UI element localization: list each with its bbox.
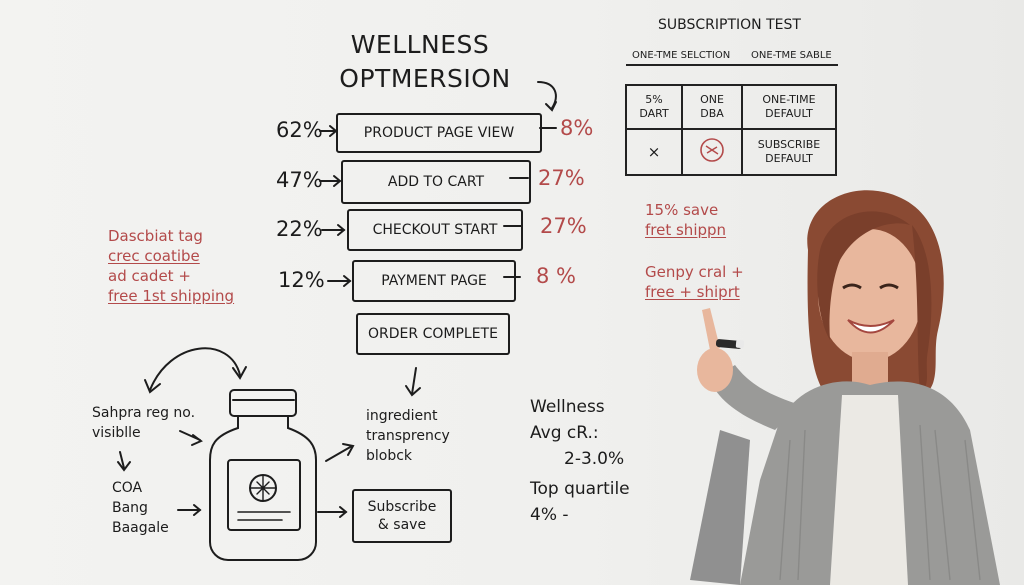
subscription-cell-2-1: × — [625, 128, 683, 176]
funnel-step-add-to-cart: ADD TO CART — [341, 160, 531, 204]
left-note-line-1: Dascbiat tag — [108, 227, 203, 245]
funnel-right-pct-1: 8% — [560, 116, 594, 140]
right-note-2-line-2: free + shiprt — [645, 283, 740, 301]
funnel-right-pct-4: 8 % — [536, 264, 576, 288]
title-line-1: WELLNESS — [350, 30, 490, 59]
subscription-cell-2-2 — [681, 128, 743, 176]
funnel-left-pct-3: 22% — [276, 217, 323, 241]
title-line-2: OPTMERSION — [339, 64, 511, 93]
subscribe-save-box: Subscribe & save — [352, 489, 452, 543]
right-note-1: 15% save fret shippn — [645, 200, 726, 240]
subscription-cell-1-1: 5% DART — [625, 84, 683, 130]
funnel-left-pct-2: 47% — [276, 168, 323, 192]
funnel-right-pct-3: 27% — [540, 214, 587, 238]
subscription-heading: SUBSCRIPTION TEST — [658, 17, 801, 33]
bottle-note-right-top-line-2: transprency — [366, 428, 450, 444]
subscription-divider — [626, 64, 838, 66]
left-note-line-2: crec coatibe — [108, 247, 200, 265]
subscription-cell-2-3: SUBSCRIBE DEFAULT — [741, 128, 837, 176]
funnel-step-checkout-start: CHECKOUT START — [347, 209, 523, 251]
stats-line-1: Wellness — [530, 397, 605, 417]
bottle-note-left-bottom-line-2: Bang — [112, 500, 148, 516]
stats-line-2: Avg cR.: — [530, 423, 599, 443]
stats-line-5: 4% - — [530, 505, 569, 525]
bottle-note-right-top-line-3: blobck — [366, 448, 413, 464]
subscription-col-a: ONE-TME SELCTION — [632, 50, 731, 61]
left-note: Dascbiat tag crec coatibe ad cadet + fre… — [108, 226, 234, 306]
bottle-note-left-bottom: COA Bang Baagale — [112, 478, 169, 538]
left-note-line-3: ad cadet + — [108, 267, 191, 285]
stats-line-4: Top quartile — [530, 479, 630, 499]
bottle-note-right-top: ingredient transprency blobck — [366, 406, 450, 466]
subscription-table: 5% DART ONE DBA ONE-TIME DEFAULT × SUBSC… — [625, 84, 837, 176]
seal-icon — [700, 138, 724, 162]
bottle-note-left-top-line-2: visiblle — [92, 425, 141, 441]
stats-line-3: 2-3.0% — [564, 449, 625, 469]
subscription-row-2: × SUBSCRIBE DEFAULT — [625, 128, 837, 176]
funnel-left-pct-1: 62% — [276, 118, 323, 142]
funnel-step-order-complete: ORDER COMPLETE — [356, 313, 510, 355]
right-note-2: Genpy cral + free + shiprt — [645, 262, 744, 302]
funnel-step-product-page-view: PRODUCT PAGE VIEW — [336, 113, 542, 153]
bottle-note-right-top-line-1: ingredient — [366, 408, 438, 424]
funnel-step-payment-page: PAYMENT PAGE — [352, 260, 516, 302]
subscription-cell-1-2: ONE DBA — [681, 84, 743, 130]
bottle-note-left-top: Sahpra reg no. visiblle — [92, 403, 195, 443]
subscription-row-1: 5% DART ONE DBA ONE-TIME DEFAULT — [625, 84, 837, 130]
subscribe-save-line-1: Subscribe — [367, 499, 437, 515]
funnel-left-pct-4: 12% — [278, 268, 325, 292]
subscription-col-b: ONE-TME SABLE — [751, 50, 832, 61]
bottle-note-left-top-line-1: Sahpra reg no. — [92, 405, 196, 421]
stats-block: Wellness Avg cR.: 2-3.0% Top quartile 4%… — [530, 394, 630, 528]
right-note-1-line-2: fret shippn — [645, 221, 727, 239]
left-note-line-4: free 1st shipping — [108, 287, 235, 305]
right-note-2-line-1: Genpy cral + — [645, 263, 744, 281]
subscription-cell-1-3: ONE-TIME DEFAULT — [741, 84, 837, 130]
presenter-photo — [690, 190, 1000, 585]
right-note-1-line-1: 15% save — [645, 201, 719, 219]
funnel-right-pct-2: 27% — [538, 166, 585, 190]
subscribe-save-line-2: & save — [377, 517, 427, 533]
bottle-note-left-bottom-line-1: COA — [112, 480, 143, 496]
bottle-note-left-bottom-line-3: Baagale — [112, 520, 169, 536]
